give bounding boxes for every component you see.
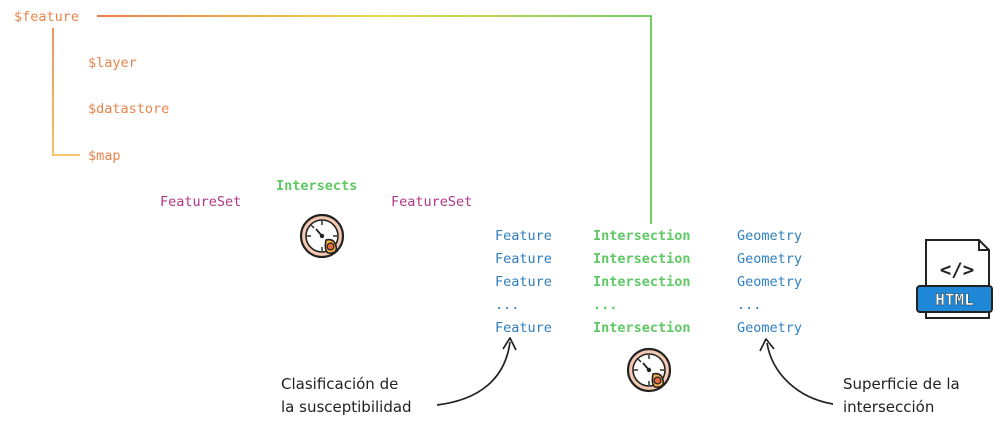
annotation-left-line1: Clasificación de [281, 375, 398, 393]
intersection-cell: Intersection [593, 274, 691, 290]
var-feature: $feature [14, 9, 79, 25]
var-layer: $layer [88, 55, 137, 71]
stopwatch-icon [626, 347, 672, 393]
annotation-right-line2: intersección [843, 398, 934, 416]
result-row: Feature Intersection Geometry [495, 251, 802, 267]
var-datastore: $datastore [88, 101, 169, 117]
annotation-arrow-left [436, 341, 511, 406]
var-map: $map [88, 148, 121, 164]
result-row: Feature Intersection Geometry [495, 228, 802, 244]
geometry-ellipsis: ... [737, 297, 761, 313]
result-row: Feature Intersection Geometry [495, 320, 802, 336]
variables-tree-line [52, 28, 80, 156]
intersection-cell: Intersection [593, 228, 691, 244]
result-row: Feature Intersection Geometry [495, 274, 802, 290]
geometry-cell: Geometry [737, 251, 802, 267]
annotation-left-line2: la susceptibilidad [281, 398, 412, 416]
geometry-cell: Geometry [737, 228, 802, 244]
geometry-cell: Geometry [737, 274, 802, 290]
geometry-cell: Geometry [737, 320, 802, 336]
featureset-right: FeatureSet [391, 194, 472, 210]
feature-cell: Feature [495, 274, 552, 290]
annotation-right-line1: Superficie de la [843, 375, 960, 393]
feature-cell: Feature [495, 320, 552, 336]
html-label: HTML [935, 290, 974, 309]
feature-cell: Feature [495, 251, 552, 267]
feature-ellipsis: ... [495, 297, 519, 313]
stopwatch-icon [299, 213, 345, 259]
arrowhead-left [502, 337, 517, 351]
featureset-left: FeatureSet [160, 194, 241, 210]
html-file-icon: </> HTML [916, 239, 993, 319]
code-glyph: </> [940, 259, 974, 281]
intersects-label: Intersects [276, 178, 357, 194]
intersection-cell: Intersection [593, 320, 691, 336]
feature-to-intersection-connector [97, 15, 652, 224]
result-row-ellipsis: ... ... ... [495, 297, 761, 313]
intersection-ellipsis: ... [593, 297, 617, 313]
feature-cell: Feature [495, 228, 552, 244]
html-banner [916, 285, 993, 313]
arrowhead-right [759, 338, 775, 352]
intersection-cell: Intersection [593, 251, 691, 267]
annotation-arrow-right [766, 342, 834, 405]
